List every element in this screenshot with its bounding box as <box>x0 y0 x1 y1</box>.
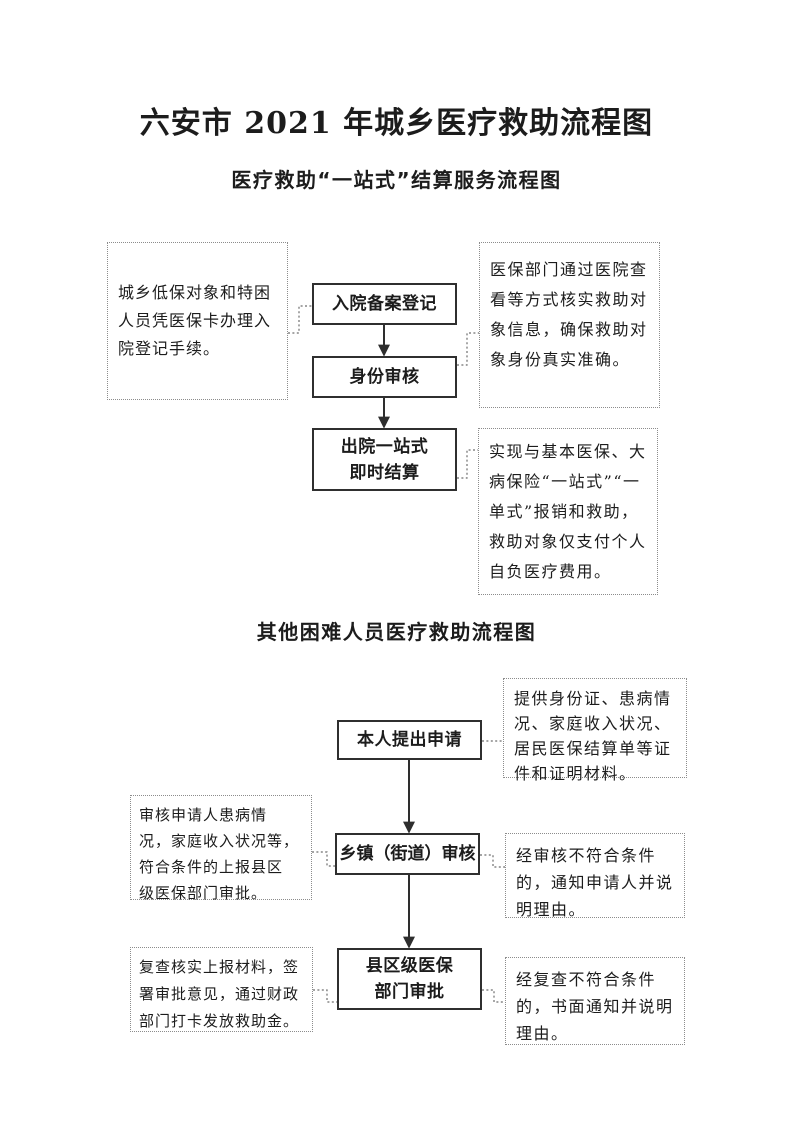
note-admission-left: 城乡低保对象和特困 人员凭医保卡办理入 院登记手续。 <box>107 242 288 400</box>
note-apply-materials: 提供身份证、患病情 况、家庭收入状况、 居民医保结算单等证 件和证明材料。 <box>503 678 687 783</box>
note-county-approval-left: 复查核实上报材料，签 署审批意见，通过财政 部门打卡发放救助金。 <box>130 947 313 1032</box>
note-county-reject-right: 经复查不符合条件 的，书面通知并说明 理由。 <box>505 957 685 1045</box>
step-township-review: 乡镇（街道）审核 <box>335 833 480 875</box>
flow2-subtitle: 其他困难人员医疗救助流程图 <box>256 620 537 644</box>
connector-noteleft-county <box>313 989 337 1003</box>
step-discharge-settlement: 出院一站式 即时结算 <box>312 428 457 491</box>
step-self-apply: 本人提出申请 <box>337 720 482 760</box>
step-admission-register: 入院备案登记 <box>312 283 457 325</box>
connector-noteleft-admission <box>288 305 312 334</box>
flow1-subtitle: 医疗救助“一站式”结算服务流程图 <box>231 168 562 192</box>
connector-discharge-noteright <box>457 449 478 479</box>
note-identity-right: 医保部门通过医院查 看等方式核实救助对 象信息，确保救助对 象身份真实准确。 <box>479 242 660 408</box>
step-county-approval: 县区级医保 部门审批 <box>337 948 482 1010</box>
connector-noteleft-township <box>312 851 335 867</box>
note-township-review-left: 审核申请人患病情 况，家庭收入状况等， 符合条件的上报县区 级医保部门审批。 <box>130 795 312 902</box>
step-identity-check: 身份审核 <box>312 356 457 398</box>
connector-identity-noteright <box>457 332 479 366</box>
connector-township-noteright <box>480 854 505 868</box>
connector-county-noteright <box>482 989 505 1003</box>
note-settlement-right: 实现与基本医保、大 病保险“一站式”“一 单式”报销和救助， 救助对象仅支付个人… <box>478 428 658 595</box>
note-township-reject-right: 经审核不符合条件 的，通知申请人并说 明理由。 <box>505 833 685 919</box>
page-title: 六安市 2021 年城乡医疗救助流程图 <box>139 106 654 141</box>
